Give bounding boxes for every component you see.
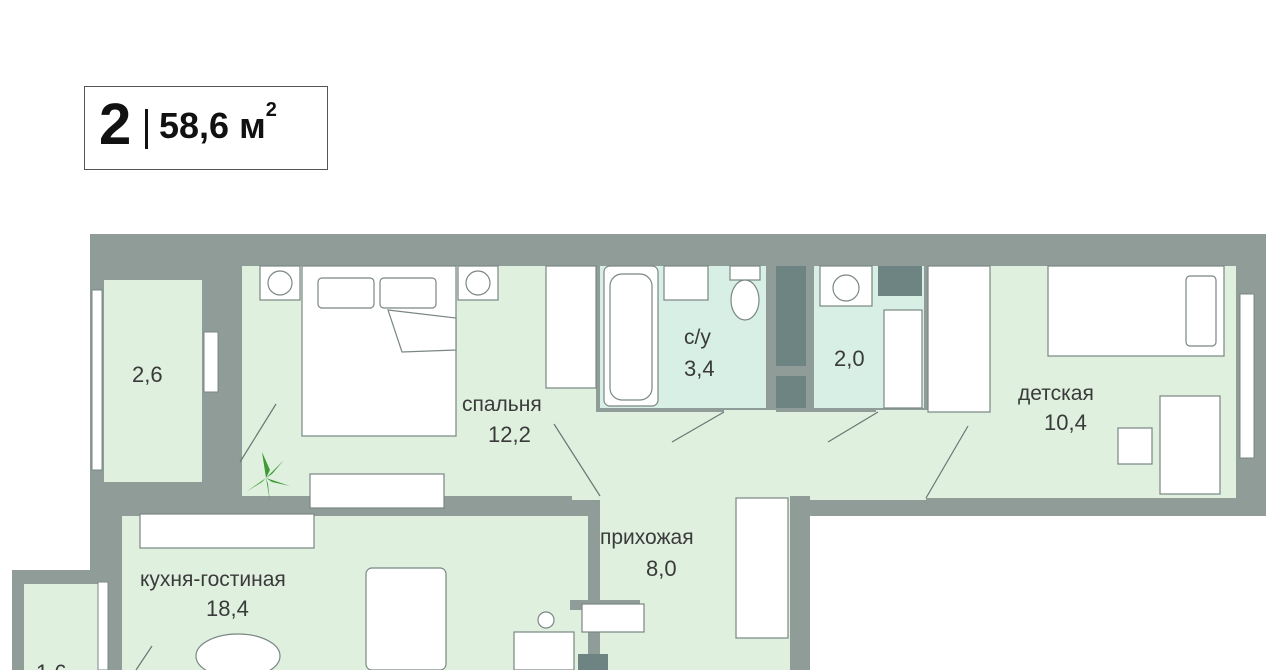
shelf-laundry: [883, 309, 923, 409]
lamp-left: [267, 270, 293, 296]
hallway-wardrobe: [735, 497, 789, 639]
bathtub-inner: [609, 273, 653, 401]
blanket-fold: [387, 309, 457, 353]
windows: [91, 289, 1255, 670]
area-unit-exponent: 2: [265, 99, 277, 121]
door-swings: [135, 403, 969, 670]
bed-pillow: [1185, 275, 1217, 347]
badge-divider: [145, 109, 148, 149]
balcony-lower-floor: [24, 584, 108, 670]
dining-table: [365, 567, 447, 670]
pillow-left: [317, 277, 375, 309]
kitchen-counter: [513, 631, 575, 670]
tv-console: [139, 513, 315, 549]
shoe-rack: [581, 603, 645, 633]
bedroom-name: спальня: [462, 393, 542, 416]
desk: [1159, 395, 1221, 495]
pillow-right: [379, 277, 437, 309]
room-labels: 2,6 спальня 12,2 с/у 3,4 2,0 детская 10,…: [36, 326, 1094, 670]
balcony-lower-area: 1,6: [36, 660, 67, 670]
kitchen-area: 18,4: [206, 596, 249, 621]
kids-furniture: [927, 265, 1225, 495]
laundry-area: 2,0: [834, 346, 865, 371]
room-count: 2: [99, 92, 132, 157]
bathroom-fixtures: [603, 265, 923, 409]
bathroom-area: 3,4: [684, 356, 715, 381]
shafts: [578, 266, 922, 670]
kids-name: детская: [1018, 382, 1094, 405]
kitchen-name: кухня-гостиная: [140, 568, 286, 591]
toilet-tank: [729, 265, 761, 281]
plant-icon: [246, 452, 290, 502]
hallway-floor: [560, 410, 926, 500]
window-balcony-lower: [97, 581, 109, 670]
total-area: 58,6 м2: [159, 99, 277, 147]
balcony-upper-area: 2,6: [132, 362, 163, 387]
kitchen-furniture: [139, 513, 575, 670]
wardrobe-kids: [927, 265, 991, 413]
stove-knob: [537, 611, 555, 629]
balcony-upper-floor: [104, 280, 202, 482]
sink: [663, 265, 709, 301]
coffee-table: [195, 633, 281, 670]
shaft-3: [878, 266, 922, 296]
hallway-name: прихожая: [600, 526, 694, 549]
window-kids: [1239, 293, 1255, 459]
kids-area: 10,4: [1044, 410, 1087, 435]
window-bal-door: [203, 331, 219, 393]
shaft-4: [578, 654, 608, 670]
total-area-value: 58,6 м: [159, 105, 266, 146]
bathroom-name: с/у: [684, 326, 711, 349]
tv-stand-bedroom: [309, 473, 445, 509]
window-balcony-upper: [91, 289, 103, 471]
shaft-1: [776, 266, 806, 366]
toilet-bowl: [730, 279, 760, 321]
washer-door: [832, 274, 860, 302]
hallway-furniture: [581, 497, 789, 639]
desk-chair: [1117, 427, 1153, 465]
apartment-badge: 2 58,6 м2: [84, 86, 328, 170]
shaft-2: [776, 376, 806, 408]
bedroom-area: 12,2: [488, 422, 531, 447]
lamp-right: [465, 270, 491, 296]
hallway-area: 8,0: [646, 556, 677, 581]
wardrobe-bedroom: [545, 265, 597, 389]
bedroom-furniture: [259, 265, 597, 509]
